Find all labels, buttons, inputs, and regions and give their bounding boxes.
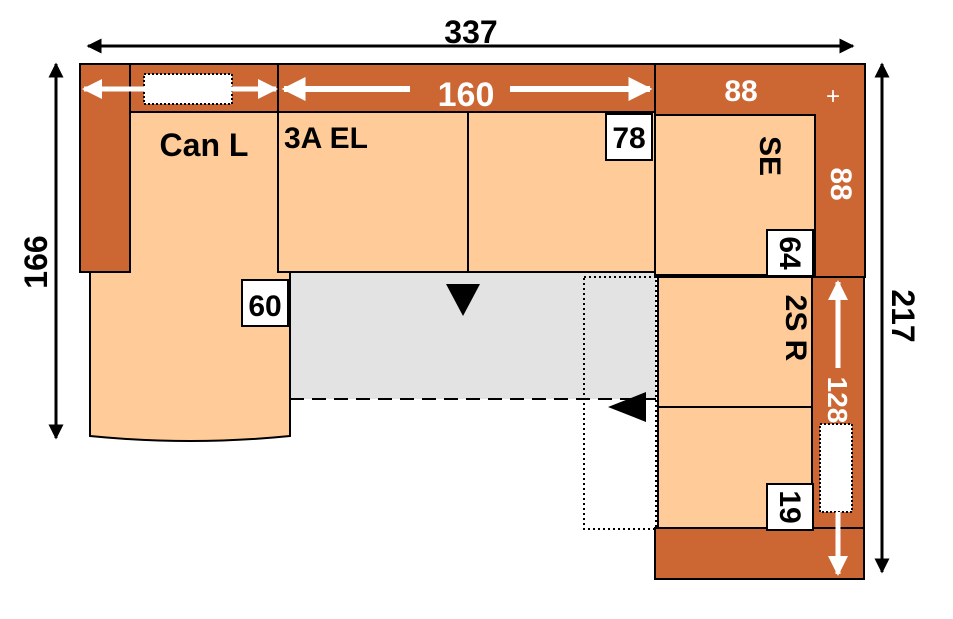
back-center-label: 160 [438, 76, 495, 114]
module-label-two-seat: 2S R [779, 295, 812, 362]
module-label-chaise: Can L [160, 127, 249, 163]
label-box-two-seat [766, 483, 814, 531]
left-arm [79, 63, 131, 273]
corner-width-label: 88 [724, 75, 757, 108]
chaise-seat [89, 111, 291, 442]
extension-dotted-box [583, 276, 657, 530]
module-label-corner: SE [753, 136, 786, 176]
two-seat-cushion-top [657, 276, 813, 408]
seat-depth-chaise: 60 [248, 290, 281, 323]
label-box-chaise [241, 279, 289, 327]
right-side-cushion-marker [819, 423, 853, 513]
seat-depth-two-seat: 19 [773, 490, 806, 523]
seat-depth-three-seat: 78 [612, 122, 645, 155]
right-side-label: 128 [822, 377, 853, 424]
left-arrow-icon [608, 392, 646, 422]
left-depth-label: 166 [18, 235, 54, 288]
right-depth-label: 217 [885, 289, 921, 342]
label-box-corner [766, 229, 814, 277]
label-box-three-seat [605, 113, 653, 161]
seat-depth-corner: 64 [773, 236, 806, 270]
total-width-label: 337 [444, 14, 497, 50]
bottom-frame [654, 527, 865, 580]
three-seat-cushion-left [277, 111, 469, 273]
down-arrow-icon [446, 284, 480, 316]
corner-depth-label: 88 [824, 167, 857, 200]
plus-icon: + [826, 83, 840, 110]
module-label-three-seat: 3A EL [284, 122, 368, 155]
